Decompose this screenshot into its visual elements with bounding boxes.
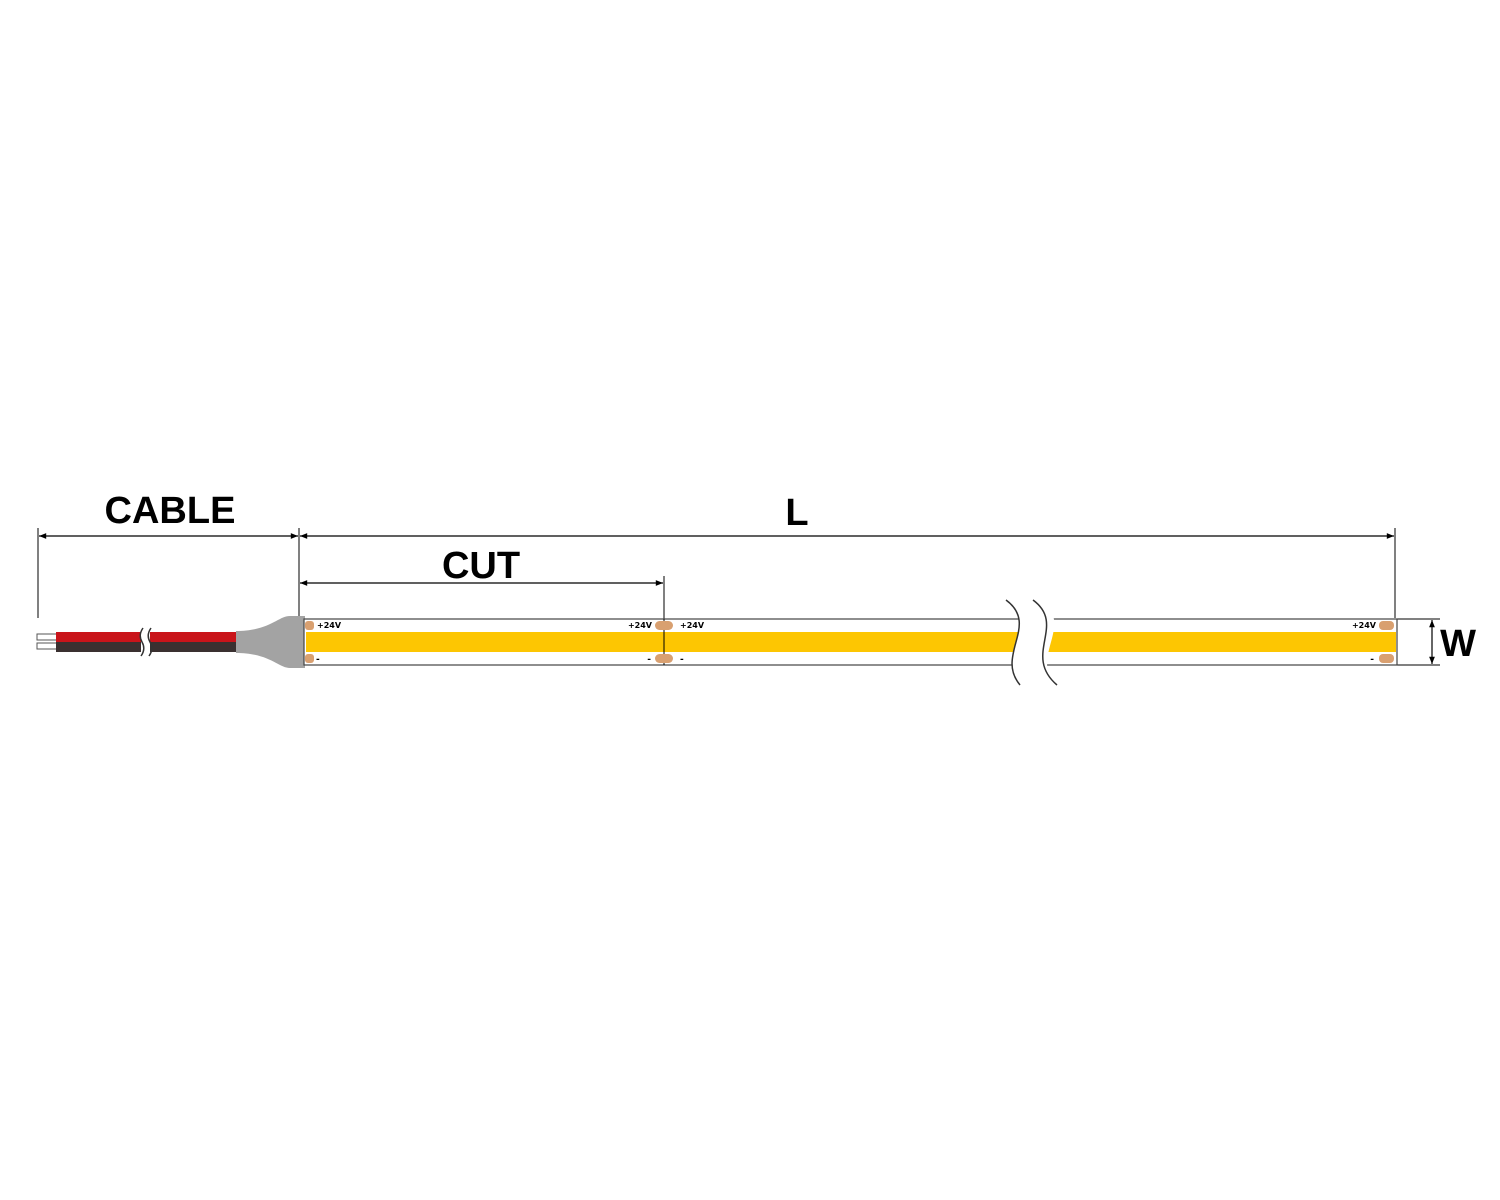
pad-label-start-positive: +24V <box>317 621 342 630</box>
cable-label: CABLE <box>105 490 236 532</box>
pad-label-cut-right-negative: - <box>680 655 684 665</box>
pad-label-end-positive: +24V <box>1352 621 1377 630</box>
pad-label-end-negative: - <box>1370 655 1374 665</box>
solder-pads <box>305 621 1394 663</box>
pad-label-cut-left-negative: - <box>647 655 651 665</box>
cut-label: CUT <box>442 545 520 587</box>
pad-label-cut-right-positive: +24V <box>680 621 705 630</box>
pad-labels: +24V - +24V - +24V - +24V - <box>316 621 1377 665</box>
cable-break-line-right <box>147 627 153 657</box>
pad-label-cut-left-positive: +24V <box>628 621 653 630</box>
length-label: L <box>785 492 808 534</box>
strip-break-line-left <box>1005 599 1021 686</box>
pad-label-start-negative: - <box>316 655 320 665</box>
pad-end-negative <box>1379 654 1394 663</box>
pad-cut-negative <box>655 654 673 663</box>
cable-dimension: CABLE <box>37 490 300 618</box>
connector-boot <box>236 616 305 668</box>
pad-start-negative <box>305 654 314 663</box>
pad-start-positive <box>305 621 314 630</box>
pad-cut-positive <box>655 621 673 630</box>
strip-light-segment-1 <box>306 632 1396 652</box>
cut-dimension: CUT <box>300 545 665 665</box>
wire-tip-bottom <box>36 642 58 650</box>
width-label: W <box>1440 623 1476 665</box>
pad-end-positive <box>1379 621 1394 630</box>
length-dimension: L <box>300 492 1396 618</box>
strip-break-line-right <box>1032 599 1058 686</box>
led-strip <box>303 599 1398 686</box>
cable-break-gap <box>141 628 150 656</box>
cable-wires <box>36 627 240 657</box>
width-dimension: W <box>1397 618 1476 666</box>
wire-tip-top <box>36 633 58 641</box>
cable-break-line-left <box>139 627 145 657</box>
